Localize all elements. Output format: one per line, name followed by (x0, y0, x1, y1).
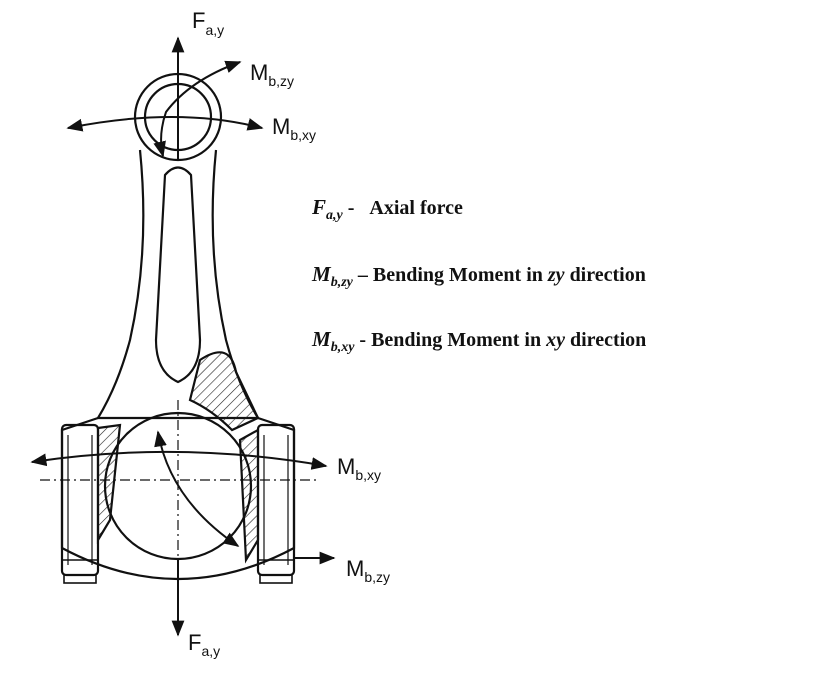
legend-text: Bending Moment in zy direction (372, 264, 646, 286)
legend-item-axial-force: Fa,y - Axial force (312, 195, 463, 224)
legend-item-bending-xy: Mb,xy - Bending Moment in xy direction (312, 327, 647, 356)
big-end-bore (103, 411, 253, 561)
load-arrows (30, 36, 336, 637)
label-moment-top-zy: Mb,zy (250, 60, 294, 89)
hatched-section-right (188, 351, 260, 432)
hatched-section-left (96, 423, 122, 544)
legend-symbol: Mb,zy (312, 262, 353, 291)
legend-text: Bending Moment in xy direction (371, 329, 647, 351)
label-force-top: Fa,y (192, 8, 224, 38)
label-moment-bottom-zy: Mb,zy (346, 556, 390, 585)
hatched-section-br (238, 428, 260, 564)
legend-symbol: Fa,y (312, 195, 343, 224)
moment-arrow-mid-xy (30, 450, 328, 470)
legend-item-bending-zy: Mb,zy – Bending Moment in zy direction (312, 262, 646, 291)
label-force-bottom: Fa,y (188, 630, 220, 659)
shank-outline (96, 149, 260, 420)
diagram-labels: Fa,y Mb,zy Mb,xy Mb,xy Mb,zy Fa,y (188, 8, 390, 659)
label-moment-mid-xy: Mb,xy (337, 454, 381, 483)
shank-slot (154, 166, 202, 384)
legend-symbol: Mb,xy (312, 327, 355, 356)
legend-text: Axial force (369, 197, 463, 219)
moment-arrow-mid-zy (154, 430, 240, 547)
label-moment-top-xy: Mb,xy (272, 114, 316, 143)
connecting-rod (40, 72, 320, 610)
moment-arrow-top-xy (66, 116, 264, 132)
moment-arrow-top-zy (153, 60, 242, 158)
